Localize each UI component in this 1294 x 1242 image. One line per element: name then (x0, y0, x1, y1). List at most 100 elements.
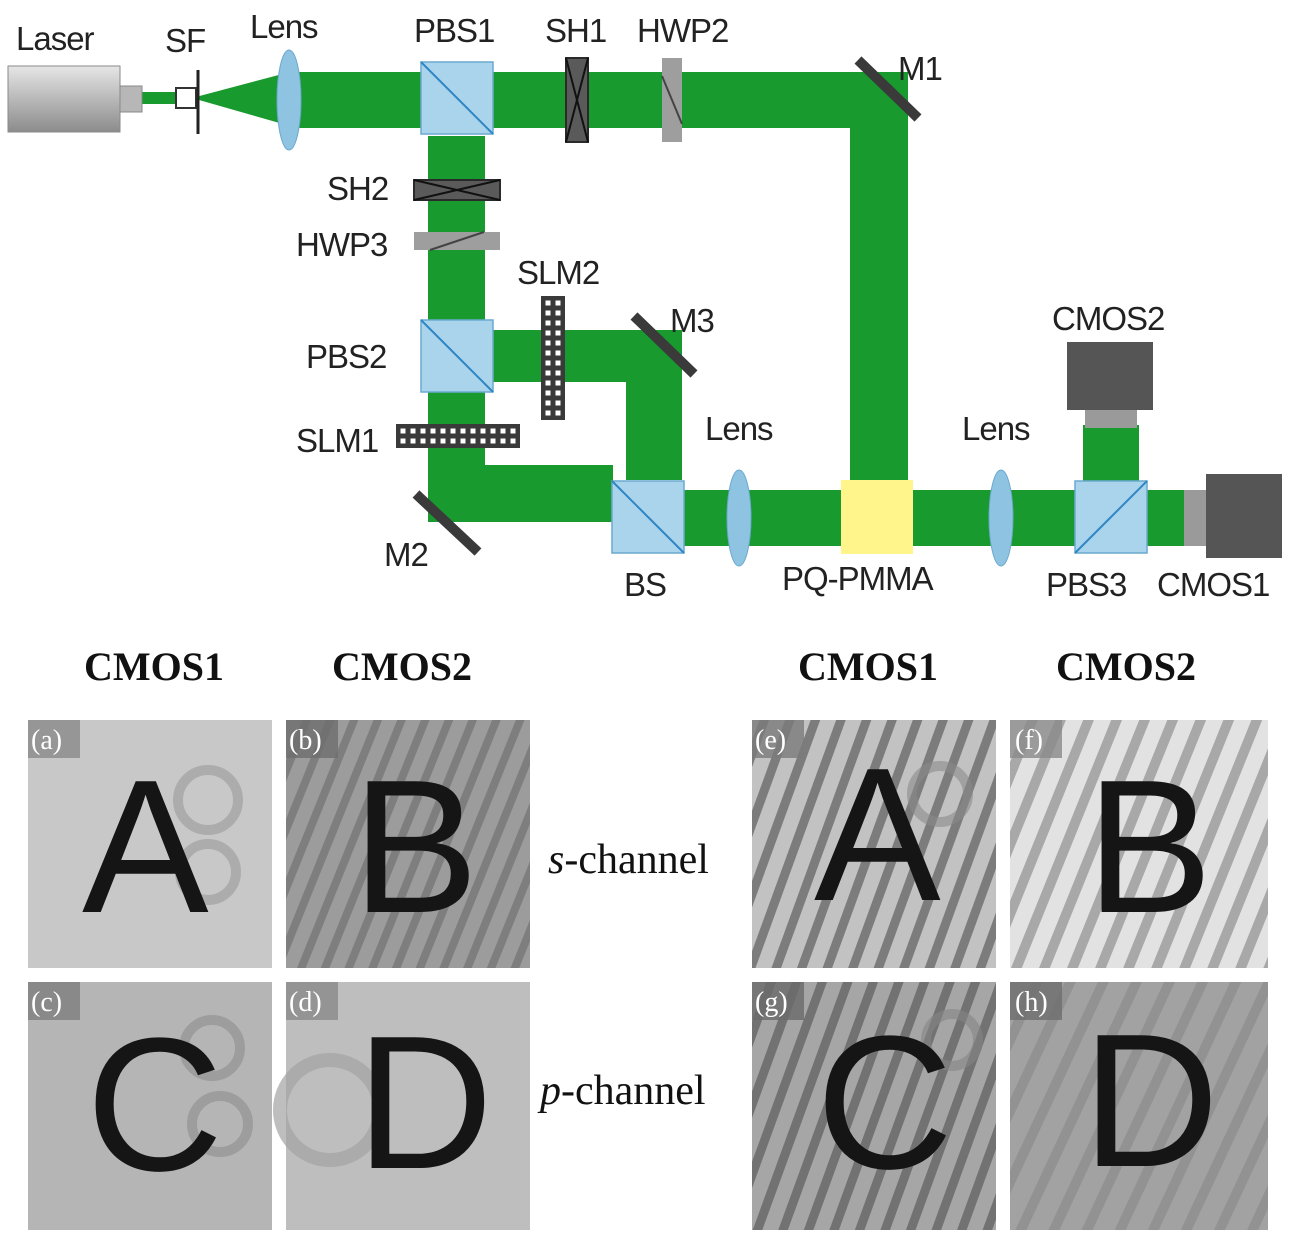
cmos2-label: CMOS2 (1052, 300, 1164, 337)
beam-pbs1-to-m1 (490, 72, 908, 128)
lens-1 (276, 49, 302, 151)
panel-d: D (d) (273, 982, 530, 1230)
slm2-grid-pixel (555, 410, 561, 416)
slm2-grid-pixel (545, 370, 551, 376)
s-channel-label: s-channel (548, 837, 709, 883)
panel-a-ring-2 (175, 839, 241, 905)
beam-lens-to-pbs1 (288, 72, 423, 128)
slm2-grid-pixel (555, 340, 561, 346)
slm2-grid-pixel (555, 390, 561, 396)
panel-h-tag-bg (1010, 982, 1062, 1020)
slm1-grid-pixel (490, 428, 496, 434)
slm1-grid-frame (396, 424, 520, 448)
slm1-grid-pixel (400, 438, 406, 444)
slm2-grid-pixel (545, 320, 551, 326)
panel-g-tag: (g) (755, 987, 788, 1018)
slm1-grid-pixel (430, 428, 436, 434)
cmos2-body (1067, 342, 1153, 410)
slm1-grid-pixel (460, 438, 466, 444)
panel-d-tag-bg (286, 982, 338, 1020)
laser-body (7, 65, 121, 133)
column-header-1: CMOS1 (84, 644, 224, 689)
m3-label: M3 (670, 302, 714, 339)
slm1-grid-pixel (460, 428, 466, 434)
panel-e-tag: (e) (755, 725, 786, 756)
column-header-2: CMOS2 (332, 644, 472, 689)
slm-1 (396, 424, 520, 448)
cmos2-port (1085, 410, 1137, 428)
beam-pbs1-to-pbs2 (428, 136, 485, 322)
panel-e-image (752, 720, 996, 968)
mirror-3 (630, 312, 698, 378)
pbs1-label: PBS1 (414, 12, 494, 49)
hwp3-label: HWP3 (296, 226, 387, 263)
lens-2 (726, 469, 752, 567)
sh1-cross-2 (565, 57, 589, 143)
pbs3-diagonal (1074, 480, 1148, 554)
cmos1-camera (1184, 474, 1282, 558)
slm2-grid-pixel (555, 360, 561, 366)
slm2-grid-pixel (545, 410, 551, 416)
lens-3-label: Lens (962, 410, 1030, 447)
half-wave-plate-2 (661, 58, 683, 142)
beam-m2-to-bs (428, 465, 613, 522)
pbs3-cube (1074, 480, 1148, 554)
slm2-grid-frame (541, 296, 565, 420)
panel-g-letter: C (816, 997, 953, 1209)
panel-b-tag: (b) (289, 725, 322, 756)
panel-e-letter: A (814, 729, 941, 941)
slm-2 (541, 296, 565, 420)
slm2-grid-pixel (555, 300, 561, 306)
panel-d-ring (273, 1053, 387, 1167)
panel-e: A (e) (752, 720, 996, 968)
panel-a-tag: (a) (31, 725, 62, 756)
slm2-grid-pixel (555, 380, 561, 386)
slm2-grid-pixel (555, 400, 561, 406)
panel-f: B (f) (1010, 720, 1268, 968)
slm2-grid-pixel (555, 350, 561, 356)
slm2-grid-pixel (545, 360, 551, 366)
panel-g-tag-bg (752, 982, 804, 1020)
slm1-grid-pixel (510, 428, 516, 434)
s-channel-rest: -channel (564, 837, 709, 883)
lens-3 (988, 469, 1014, 567)
slm1-grid-pixel (440, 438, 446, 444)
panel-e-tag-bg (752, 720, 804, 758)
panel-a-letter: A (82, 741, 209, 953)
panel-c: C (c) (28, 982, 272, 1230)
slm2-grid-pixel (555, 330, 561, 336)
slm1-grid-pixel (480, 438, 486, 444)
shutter-2 (413, 179, 501, 201)
panel-c-tag: (c) (31, 987, 62, 1018)
p-channel-italic: p (537, 1068, 561, 1114)
hwp3-line (429, 231, 485, 251)
panel-b-image (286, 720, 530, 968)
slm2-grid-pixel (545, 340, 551, 346)
beam-laser-to-sf (140, 92, 180, 104)
beam-splitter (611, 480, 685, 554)
panel-g-ring (921, 1009, 983, 1071)
pq-pmma-label: PQ-PMMA (782, 560, 934, 597)
shutter-1 (565, 57, 589, 143)
results: CMOS1 CMOS2 CMOS1 CMOS2 s-channel p-chan… (28, 644, 1268, 1230)
pq-pmma-sample (841, 480, 913, 554)
pbs3-label: PBS3 (1046, 566, 1126, 603)
panel-c-ring-2 (187, 1091, 253, 1157)
slm1-grid-pixel (420, 438, 426, 444)
column-header-3: CMOS1 (798, 644, 938, 689)
spatial-filter-housing (175, 87, 197, 109)
pbs2-cube (420, 319, 494, 393)
panel-h-tag: (h) (1015, 987, 1048, 1018)
pbs2-diagonal (420, 319, 494, 393)
slm1-grid-pixel (480, 428, 486, 434)
lens-2-label: Lens (705, 410, 773, 447)
slm2-grid-pixel (555, 370, 561, 376)
slm1-grid-pixel (410, 428, 416, 434)
mirror-2 (412, 490, 482, 556)
slm1-grid-pixel (490, 438, 496, 444)
cmos1-body (1206, 474, 1282, 558)
slm1-grid-pixel (450, 438, 456, 444)
slm2-grid-pixel (545, 390, 551, 396)
panel-f-letter: B (1086, 741, 1213, 953)
panel-a-ring-1 (173, 765, 243, 835)
